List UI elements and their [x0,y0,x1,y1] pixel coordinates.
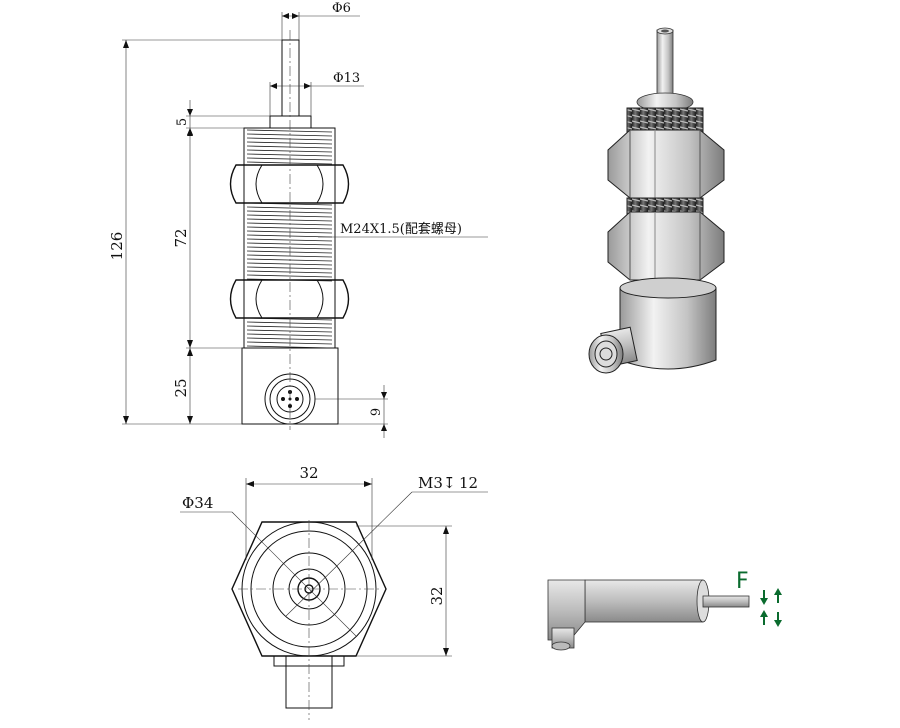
threaded-body [243,127,336,349]
dim-rod-diameter-label: Φ6 [332,1,351,16]
top-view: 32 32 Φ34 M3 ↧ 12 [180,464,488,720]
dim-housing-length-label: 25 [172,378,190,397]
dim-outer-diameter-label: Φ34 [182,494,213,512]
screw-depth-label: 12 [459,474,478,492]
sensor-rod [281,39,300,117]
dim-connector-offset-label: 9 [369,408,384,416]
thread-lines [246,129,333,349]
screw-hole-callout: M3 ↧ 12 [285,474,488,617]
dim-housing-length: 25 [172,348,193,424]
dim-collar-length: 5 [175,100,270,135]
thread-callout: M24X1.5(配套螺母) [318,221,488,238]
force-arrows-icon [760,588,782,627]
screw-depth-symbol: ↧ [443,474,456,492]
dim-collar-diameter-label: Φ13 [333,71,360,86]
dim-hex-height-label: 32 [428,586,446,605]
dim-thread-length-label: 72 [172,228,190,247]
thread-callout-label: M24X1.5(配套螺母) [340,221,462,237]
front-view: Φ6 Φ13 126 5 [108,1,488,438]
sensor-rod-side [702,595,750,608]
dim-rod-diameter: Φ6 [281,1,360,40]
sensor-body-side [584,579,704,623]
dim-hex-width: 32 [245,464,373,560]
upper-nut [229,164,350,204]
dim-collar-diameter: Φ13 [269,71,364,116]
dim-total-length: 126 [108,39,282,425]
force-view: F [547,569,782,651]
screw-hole-label: M3 [418,474,443,492]
dim-hex-height: 32 [356,525,452,657]
dim-total-length-label: 126 [108,232,126,261]
dim-thread-length: 72 [172,128,244,349]
sensor-3d-render [588,27,725,374]
dim-outer-diameter: Φ34 [180,494,357,637]
force-label: F [736,569,749,594]
dim-collar-length-label: 5 [175,118,190,126]
connector-3d [588,326,638,374]
dim-connector-offset: 9 [315,385,388,438]
dim-hex-width-label: 32 [299,464,318,482]
sensor-collar [269,115,312,129]
lower-nut [229,279,350,319]
